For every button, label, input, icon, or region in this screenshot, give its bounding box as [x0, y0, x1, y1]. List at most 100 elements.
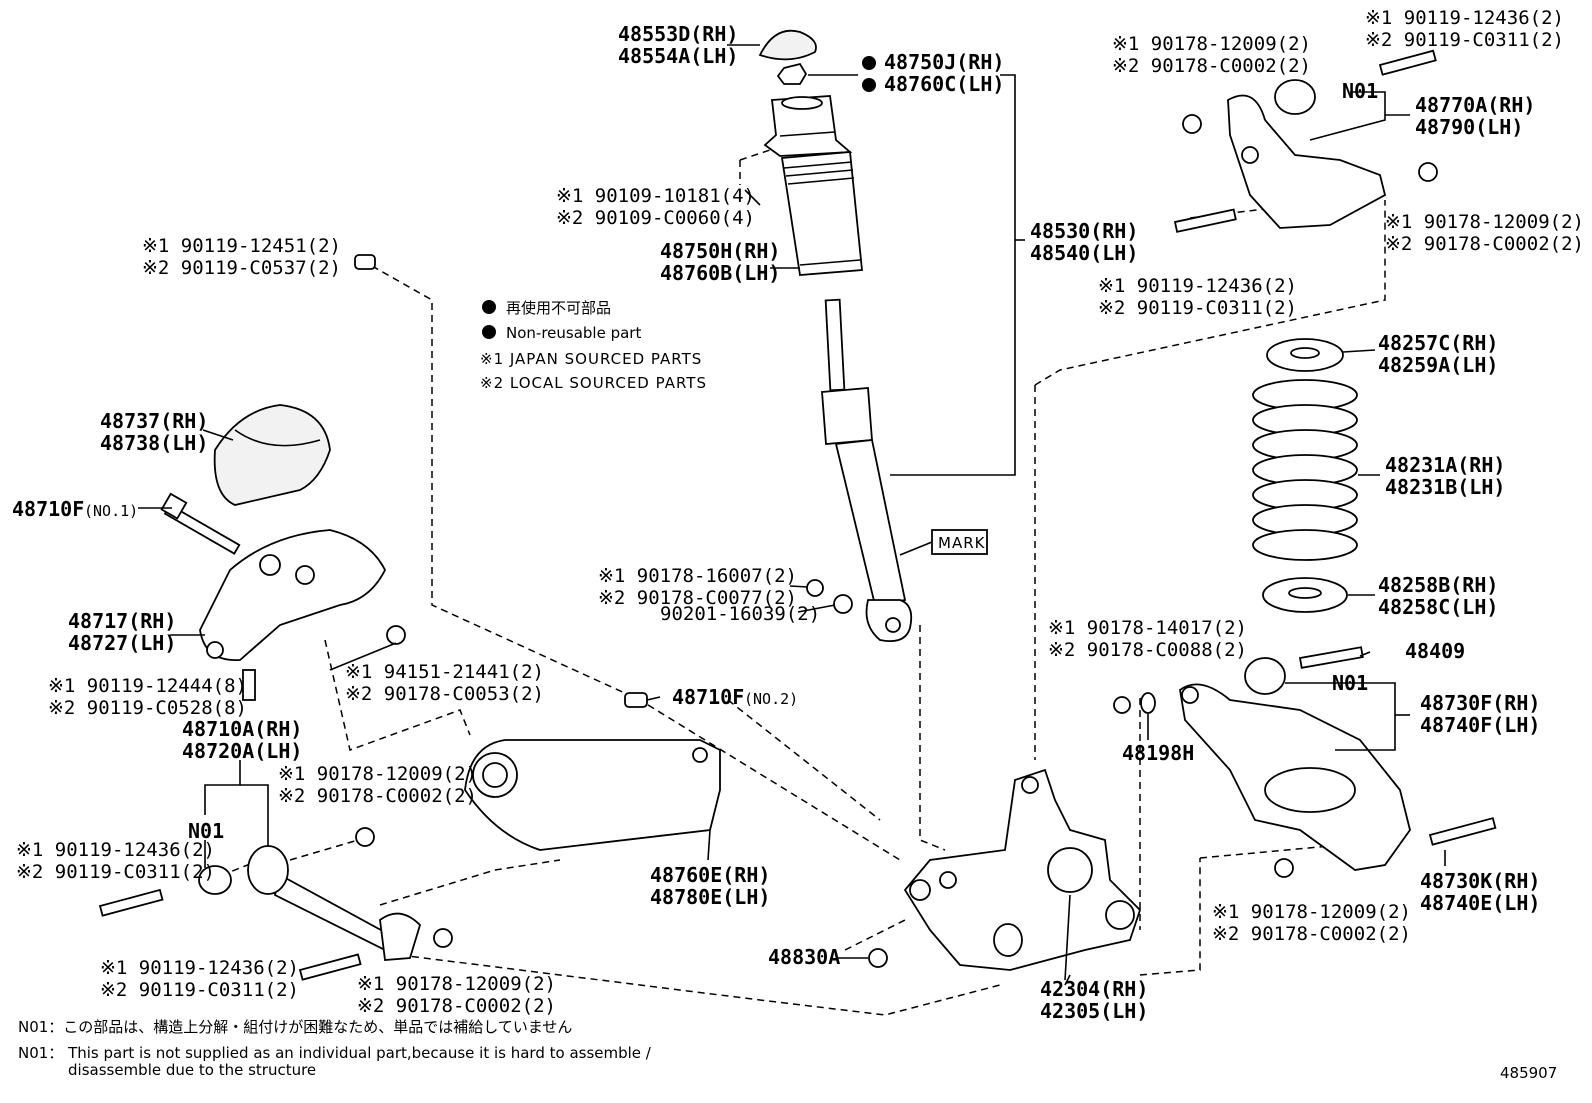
lower-spring-seat [1262, 577, 1348, 613]
member-bracket [199, 529, 387, 661]
label-bl-nut-c0002: ※2 90178-C0002(2) [357, 995, 556, 1017]
bolt-no1 [160, 492, 241, 555]
label-bolt-c0528: ※2 90119-C0528(8) [48, 697, 247, 719]
note-n01-en-2: disassemble due to the structure [68, 1061, 316, 1079]
label-um-bolt-12436: ※1 90119-12436(2) [1098, 275, 1297, 297]
assembly-dashed-lines [209, 149, 1396, 1016]
upper-spring-seat [1266, 338, 1344, 372]
label-lateral-lh: 48720A(LH) [182, 739, 302, 763]
knuckle-bolt-48830A [868, 948, 888, 968]
label-bolt-48409: 48409 [1405, 639, 1465, 663]
label-bl-bolt-c0311: ※2 90119-C0311(2) [100, 979, 299, 1001]
footnotes: N01：この部品は、構造上分解・組付けが困難なため、単品では補給していません N… [18, 1018, 1557, 1082]
label-bolt-c0537: ※2 90119-C0537(2) [142, 257, 341, 279]
bolt-left-low [98, 888, 362, 981]
member-cover [213, 404, 331, 506]
label-bl-bolt-12436: ※1 90119-12436(2) [100, 957, 299, 979]
bushing-n01-left [198, 865, 232, 895]
mark-callout: MARK [899, 529, 988, 556]
label-bolt-48830: 48830A [768, 945, 840, 969]
legend-japan: ※1 JAPAN SOURCED PARTS [480, 350, 702, 368]
label-cover-rh: 48737(RH) [100, 409, 208, 433]
label-nut-c0077: ※2 90178-C0077(2) [598, 587, 797, 609]
lower-arm-bolts [806, 579, 1497, 878]
label-washer-48198: 48198H [1122, 741, 1194, 765]
label-tr-bolt-c0311: ※2 90119-C0311(2) [1365, 29, 1564, 51]
label-lateral-rh: 48710A(RH) [182, 717, 302, 741]
label-br-nut-12009: ※1 90178-12009(2) [1212, 901, 1411, 923]
dust-boot [780, 151, 863, 276]
label-boot-lh: 48760B(LH) [660, 261, 780, 285]
label-bolt-no2: 48710F [672, 685, 744, 709]
label-tr-nut-12009: ※1 90178-12009(2) [1112, 33, 1311, 55]
label-cap-rh: 48553D(RH) [618, 22, 738, 46]
label-lower-arm-rh: 48730F(RH) [1420, 691, 1540, 715]
nonreusable-dot-icon [862, 78, 876, 92]
mark-label: MARK [938, 534, 986, 552]
nonreusable-dot-icon [482, 300, 496, 314]
label-cover-lh: 48738(LH) [100, 431, 208, 455]
label-l-bolt-12436: ※1 90119-12436(2) [16, 839, 215, 861]
label-bolt-12444: ※1 90119-12444(8) [48, 675, 247, 697]
label-bolt-10181: ※1 90109-10181(4) [556, 185, 755, 207]
label-lseat-rh: 48258B(RH) [1378, 573, 1498, 597]
legend-nonreusable-en: Non-reusable part [506, 324, 641, 342]
label-bolt-no1: 48710F [12, 497, 84, 521]
label-spring-lh: 48231B(LH) [1385, 475, 1505, 499]
label-l-nut-c0002: ※2 90178-C0002(2) [278, 785, 477, 807]
label-nut-14017: ※1 90178-14017(2) [1048, 617, 1247, 639]
part-labels: 48553D(RH) 48554A(LH) 48750J(RH) 48760C(… [12, 7, 1584, 1023]
nonreusable-dot-icon [482, 325, 496, 339]
label-no2: (NO.2) [744, 690, 798, 708]
legend-nonreusable-jp: 再使用不可部品 [506, 299, 611, 317]
bushing-n01-upper [1274, 79, 1316, 115]
label-l-bolt-c0311: ※2 90119-C0311(2) [16, 861, 215, 883]
label-nut-c0088: ※2 90178-C0088(2) [1048, 639, 1247, 661]
legend: 再使用不可部品 Non-reusable part ※1 JAPAN SOURC… [480, 299, 707, 392]
label-no1: (NO.1) [84, 502, 138, 520]
label-washer-16039: 90201-16039(2) [660, 603, 820, 625]
label-nut-21441: ※1 94151-21441(2) [345, 661, 544, 683]
label-bolt-c0060: ※2 90109-C0060(4) [556, 207, 755, 229]
legend-local: ※2 LOCAL SOURCED PARTS [480, 374, 707, 392]
label-um-bolt-c0311: ※2 90119-C0311(2) [1098, 297, 1297, 319]
label-knuckle-lh: 42305(LH) [1040, 999, 1148, 1023]
leader-lines [138, 44, 1446, 986]
note-n01-en-1: N01： This part is not supplied as an ind… [18, 1044, 652, 1062]
lateral-link [247, 845, 422, 961]
rear-knuckle [903, 768, 1142, 971]
label-lower-bolt-rh: 48730K(RH) [1420, 869, 1540, 893]
nonreusable-dot-icon [862, 56, 876, 70]
figure-number: 485907 [1500, 1064, 1557, 1082]
label-upper-arm-rh: 48770A(RH) [1415, 93, 1535, 117]
trailing-arm [464, 739, 721, 851]
label-seat-rh: 48257C(RH) [1378, 331, 1498, 355]
lower-arm [1179, 683, 1411, 871]
label-upper-arm-lh: 48790(LH) [1415, 115, 1523, 139]
label-nut-rh: 48750J(RH) [884, 50, 1004, 74]
label-seat-lh: 48259A(LH) [1378, 353, 1498, 377]
label-bolt-12451: ※1 90119-12451(2) [142, 235, 341, 257]
label-lseat-lh: 48258C(LH) [1378, 595, 1498, 619]
label-member-lh: 48727(LH) [68, 631, 176, 655]
label-boot-rh: 48750H(RH) [660, 239, 780, 263]
upper-mount [763, 95, 853, 157]
label-nut-lh: 48760C(LH) [884, 72, 1004, 96]
bushing-n01-lower [1244, 657, 1286, 695]
label-bl-nut-12009: ※1 90178-12009(2) [357, 973, 556, 995]
label-spring-rh: 48231A(RH) [1385, 453, 1505, 477]
label-br-nut-c0002: ※2 90178-C0002(2) [1212, 923, 1411, 945]
label-n01-upper: N01 [1342, 79, 1378, 103]
label-lower-arm-lh: 48740F(LH) [1420, 713, 1540, 737]
label-trailing-lh: 48780E(LH) [650, 885, 770, 909]
label-n01-left: N01 [188, 819, 224, 843]
label-lower-bolt-lh: 48740E(LH) [1420, 891, 1540, 915]
label-ur-nut-c0002: ※2 90178-C0002(2) [1385, 233, 1584, 255]
coil-spring [1252, 379, 1358, 561]
strut-nut [776, 62, 808, 85]
label-cap-lh: 48554A(LH) [618, 44, 738, 68]
label-trailing-rh: 48760E(RH) [650, 863, 770, 887]
note-n01-jp: N01：この部品は、構造上分解・組付けが困難なため、単品では補給していません [18, 1018, 572, 1036]
label-n01-lower: N01 [1332, 671, 1368, 695]
upper-arm [1227, 94, 1387, 229]
